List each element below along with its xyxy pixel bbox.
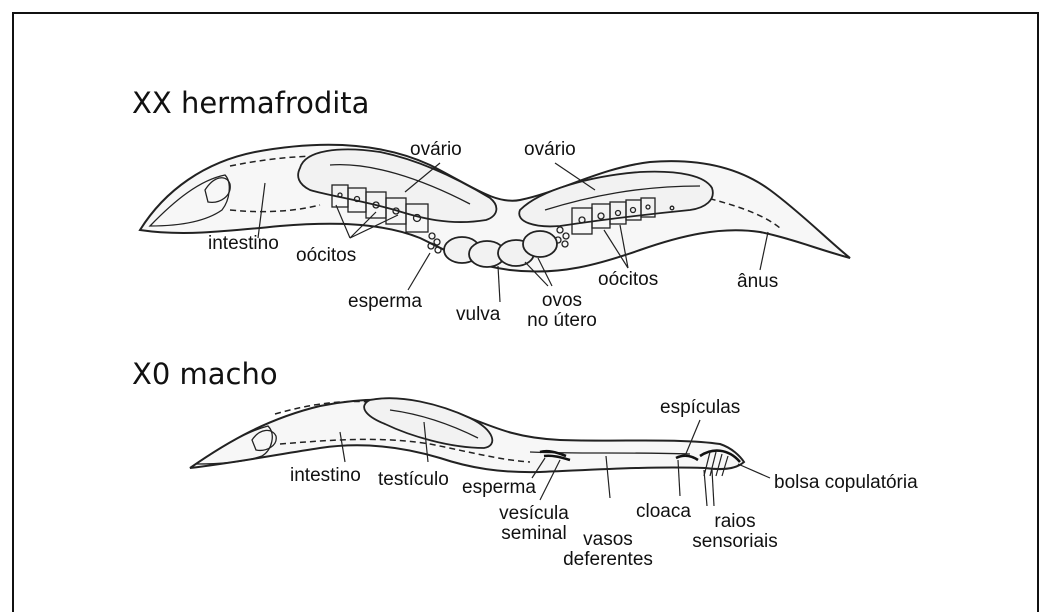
label-eggs-line1: ovos (522, 291, 602, 311)
label-sperm: esperma (348, 292, 422, 312)
label-vasa-line1: vasos (558, 530, 658, 550)
label-oocytes-right: oócitos (598, 270, 658, 290)
label-spicules: espículas (660, 398, 740, 418)
label-intestine: intestino (208, 234, 279, 254)
label-eggs-line2: no útero (522, 311, 602, 331)
label-sensory-rays: raios sensoriais (680, 512, 790, 552)
label-male-sperm: esperma (462, 478, 536, 498)
label-testis: testículo (378, 470, 449, 490)
label-rays-line2: sensoriais (680, 532, 790, 552)
male-title: X0 macho (132, 357, 278, 391)
hermaphrodite-title: XX hermafrodita (132, 86, 369, 120)
label-ovary-left: ovário (410, 140, 462, 160)
label-rays-line1: raios (680, 512, 790, 532)
label-ovary-right: ovário (524, 140, 576, 160)
label-eggs-in-uterus: ovos no útero (522, 291, 602, 331)
label-vas-deferens: vasos deferentes (558, 530, 658, 570)
label-vulva: vulva (456, 305, 500, 325)
label-male-intestine: intestino (290, 466, 361, 486)
label-vasa-line2: deferentes (558, 550, 658, 570)
label-vesicle-line1: vesícula (484, 504, 584, 524)
label-oocytes-left: oócitos (296, 246, 356, 266)
label-copulatory-bursa: bolsa copulatória (774, 473, 918, 493)
label-anus: ânus (737, 272, 778, 292)
